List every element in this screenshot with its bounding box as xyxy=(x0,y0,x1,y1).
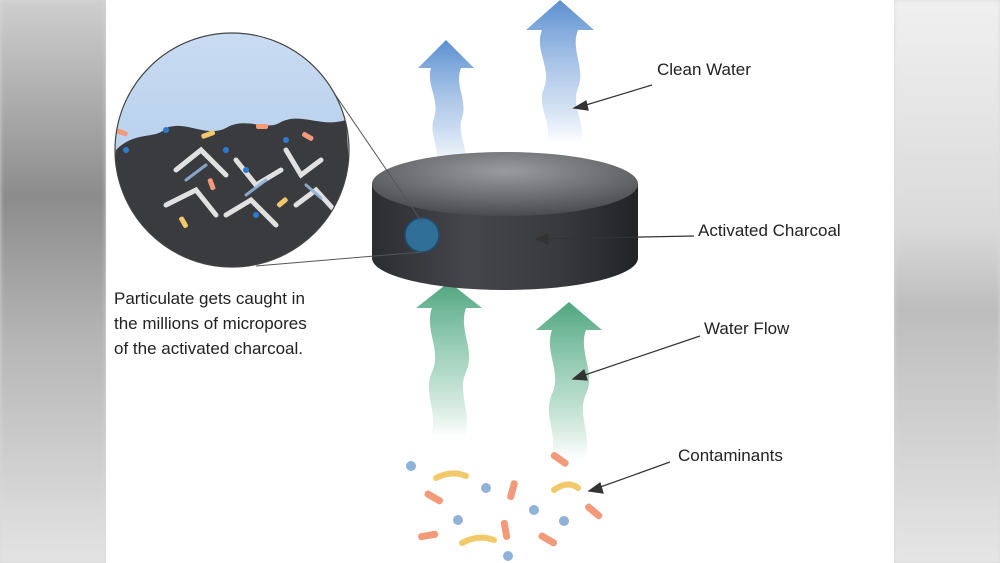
micropore-caption: Particulate gets caught in the millions … xyxy=(114,286,374,361)
zoom-line-top xyxy=(331,89,423,223)
micropore-spot xyxy=(404,217,440,253)
clean-water-arrow-right xyxy=(526,0,594,144)
caption-line-2: the millions of micropores xyxy=(114,314,307,333)
contaminants-leader xyxy=(591,461,671,491)
diagram-panel: Clean Water Activated Charcoal Water Flo… xyxy=(106,0,894,563)
activated-charcoal-label: Activated Charcoal xyxy=(698,221,841,240)
contaminants-label: Contaminants xyxy=(678,446,783,465)
caption-line-3: of the activated charcoal. xyxy=(114,339,304,358)
blurred-background-right xyxy=(894,0,1000,563)
blurred-background-left xyxy=(0,0,106,563)
charcoal-leader xyxy=(537,235,695,240)
charcoal-top xyxy=(372,152,638,216)
zoom-line-bottom xyxy=(255,251,423,267)
water-flow-label: Water Flow xyxy=(704,319,790,338)
clean-water-leader xyxy=(575,84,653,109)
micropore-zoom-border xyxy=(114,32,350,268)
contaminants xyxy=(406,451,603,561)
water-flow-arrow-right xyxy=(536,302,602,460)
clean-water-label: Clean Water xyxy=(657,60,751,79)
micropore-zoom xyxy=(115,33,349,267)
clean-water-arrow-left xyxy=(418,40,474,168)
water-flow-leader xyxy=(575,335,701,379)
caption-line-1: Particulate gets caught in xyxy=(114,289,305,308)
filtration-diagram xyxy=(114,0,701,561)
water-flow-arrow-left xyxy=(416,282,482,438)
